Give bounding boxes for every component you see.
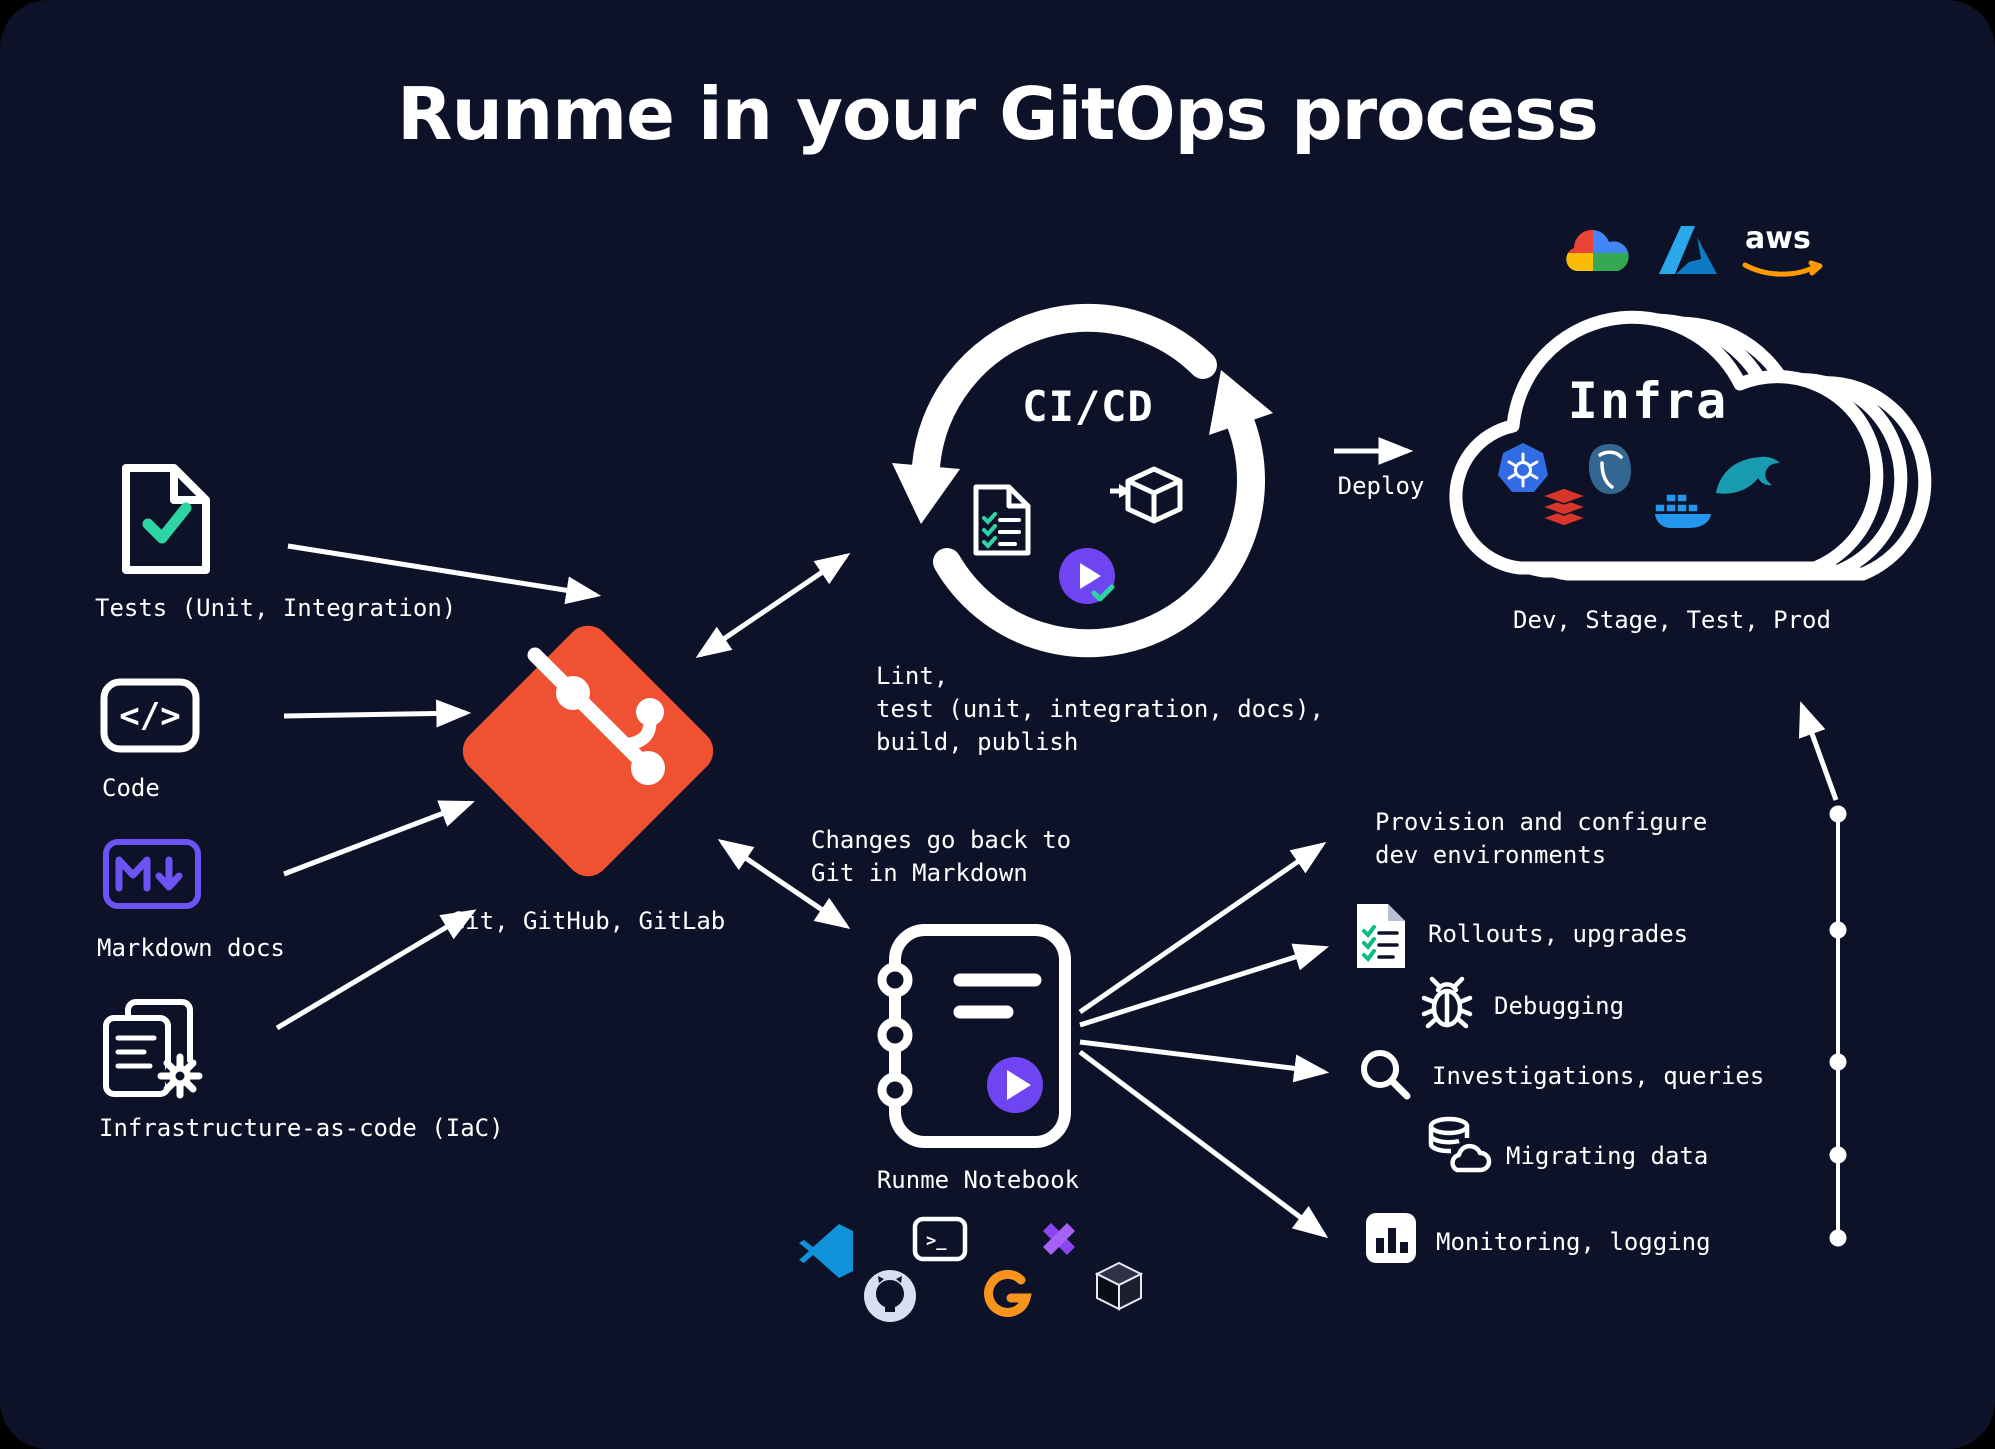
git-logo bbox=[438, 601, 738, 901]
aws-icon-text: aws bbox=[1745, 221, 1811, 256]
notebook-caption: Runme Notebook bbox=[876, 1166, 1080, 1194]
ops-timeline-dots bbox=[1829, 805, 1847, 1247]
op-investigations-label: Investigations, queries bbox=[1432, 1062, 1765, 1090]
arrow-notebook-rollouts bbox=[1079, 943, 1330, 1028]
google-cloud-icon bbox=[1559, 227, 1631, 277]
cicd-package-icon bbox=[1110, 461, 1186, 533]
svg-text:</>: </> bbox=[119, 696, 180, 736]
infra-cloud-icon bbox=[1430, 268, 1950, 618]
op-rollouts-icon bbox=[1352, 900, 1410, 972]
op-bug-icon bbox=[1420, 976, 1474, 1032]
arrow-ops-to-infra bbox=[1798, 701, 1839, 801]
github-octocat-icon bbox=[863, 1269, 917, 1323]
tests-label: Tests (Unit, Integration) bbox=[95, 594, 457, 622]
page-title: Runme in your GitOps process bbox=[397, 72, 1599, 156]
arrow-notebook-investigations bbox=[1079, 1039, 1330, 1083]
op-magnifier-icon bbox=[1357, 1046, 1413, 1102]
postgresql-icon bbox=[1582, 441, 1638, 497]
op-barchart-icon bbox=[1363, 1210, 1419, 1266]
deploy-label: Deploy bbox=[1337, 472, 1425, 500]
svg-text:>_: >_ bbox=[926, 1231, 947, 1251]
op-database-cloud-icon bbox=[1423, 1114, 1492, 1178]
azure-icon bbox=[1656, 224, 1718, 276]
op-rollouts-label: Rollouts, upgrades bbox=[1428, 920, 1689, 948]
op-provision-label: Provision and configure dev environments bbox=[1375, 808, 1708, 869]
op-debugging-label: Debugging bbox=[1494, 992, 1625, 1020]
notebook-note: Changes go back to Git in Markdown bbox=[811, 826, 1072, 887]
orange-g-logo-icon bbox=[980, 1266, 1034, 1320]
cube-logo-icon bbox=[1090, 1258, 1148, 1316]
terminal-prompt-icon: >_ bbox=[912, 1216, 968, 1262]
runme-notebook-icon bbox=[865, 920, 1080, 1155]
kubernetes-icon bbox=[1497, 443, 1549, 495]
markdown-icon bbox=[102, 838, 202, 910]
tests-doc-icon bbox=[118, 460, 214, 578]
docker-icon bbox=[1653, 484, 1715, 530]
op-monitoring-label: Monitoring, logging bbox=[1436, 1228, 1711, 1256]
iac-label: Infrastructure-as-code (IaC) bbox=[99, 1114, 504, 1142]
code-label: Code bbox=[102, 774, 160, 802]
arrow-notebook-monitoring bbox=[1078, 1050, 1329, 1239]
cicd-cycle-icon bbox=[880, 280, 1300, 700]
code-icon: </> bbox=[100, 678, 200, 753]
cicd-checklist-icon bbox=[971, 482, 1033, 558]
iac-icon bbox=[98, 998, 210, 1102]
aws-smile-icon bbox=[1742, 260, 1824, 280]
purple-x-logo-icon bbox=[1031, 1215, 1085, 1269]
cicd-tasks: Lint, test (unit, integration, docs), bu… bbox=[876, 662, 1324, 756]
git-caption: Git, GitHub, GitLab bbox=[450, 907, 726, 935]
cicd-title: CI/CD bbox=[1022, 382, 1154, 431]
cicd-play-icon bbox=[1054, 545, 1120, 611]
markdown-label: Markdown docs bbox=[97, 934, 285, 962]
mysql-icon bbox=[1712, 449, 1784, 499]
vscode-icon bbox=[797, 1222, 855, 1280]
op-migrating-label: Migrating data bbox=[1506, 1142, 1709, 1170]
arrow-tests-to-git bbox=[287, 543, 602, 605]
arrow-notebook-provision bbox=[1078, 842, 1327, 1015]
infra-caption: Dev, Stage, Test, Prod bbox=[1513, 606, 1831, 634]
redis-icon bbox=[1539, 486, 1589, 530]
infra-title: Infra bbox=[1567, 372, 1729, 430]
